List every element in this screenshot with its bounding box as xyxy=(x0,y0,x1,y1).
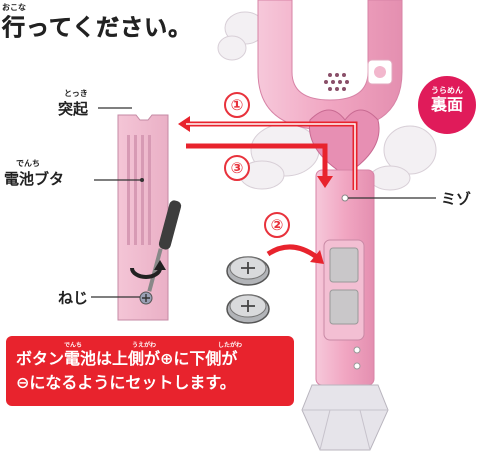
notice-line-2: ⊖になるようにセットします。 xyxy=(16,373,236,392)
page-heading: 行ってください。 xyxy=(2,15,193,42)
badge-text: 裏面 xyxy=(430,95,463,114)
step-2-marker: ② xyxy=(264,212,290,238)
badge-ruby: うらめん xyxy=(431,86,463,95)
wand-top-ring xyxy=(257,0,403,131)
battery-cover-ruby: でんち xyxy=(16,159,40,168)
notice-ruby-2: うえがわ xyxy=(132,342,157,349)
groove-label: ミゾ xyxy=(441,190,472,208)
screw-label: ねじ xyxy=(58,289,89,307)
notice-line-1: ボタン電池は上側が⊕に下側が xyxy=(16,349,238,368)
speaker-grille xyxy=(324,73,349,91)
heart-gem xyxy=(308,109,380,176)
heading-ruby: おこな xyxy=(2,3,26,12)
notice-ruby-3: したがわ xyxy=(218,342,243,349)
battery-icon xyxy=(226,256,270,324)
back-side-badge: うらめん 裏面 xyxy=(418,76,476,134)
protrusion-ruby: とっき xyxy=(64,89,88,98)
notice-ruby-1: でんち xyxy=(64,342,83,349)
rotate-arrow-icon xyxy=(130,267,162,279)
step-3-marker: ③ xyxy=(224,155,250,181)
step-1-marker: ① xyxy=(224,92,250,118)
protrusion-label: 突起 xyxy=(58,100,89,118)
battery-cover-label: 電池ブタ xyxy=(4,170,65,188)
wand-wings xyxy=(217,11,437,191)
wand-crystal xyxy=(301,384,389,451)
groove-point xyxy=(341,194,349,202)
battery-notice: でんち うえがわ したがわ ボタン電池は上側が⊕に下側が ⊖になるようにセットし… xyxy=(6,336,294,406)
